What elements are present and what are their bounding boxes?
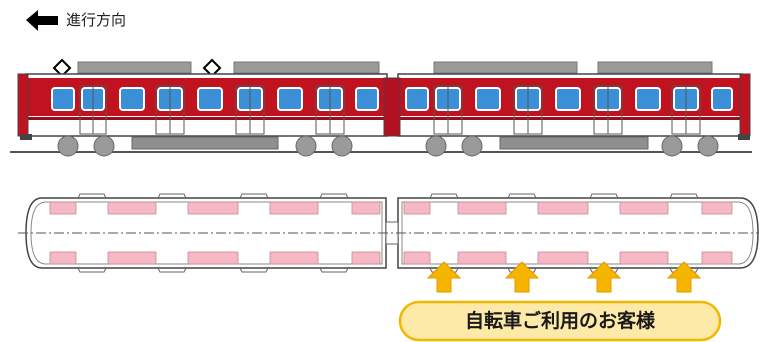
up-arrow-icon xyxy=(504,261,540,293)
direction-label: 進行方向 xyxy=(66,11,127,29)
train-side-view xyxy=(10,58,752,157)
bicycle-label-pill xyxy=(398,300,722,342)
train-plan-view xyxy=(18,193,759,273)
left-arrow-icon xyxy=(26,10,58,31)
bicycle-door-arrows xyxy=(426,261,702,293)
bicycle-label: 自転車ご利用のお客様 xyxy=(464,310,655,332)
up-arrow-icon xyxy=(426,261,462,293)
up-arrow-icon xyxy=(586,261,622,293)
up-arrow-icon xyxy=(666,261,702,293)
